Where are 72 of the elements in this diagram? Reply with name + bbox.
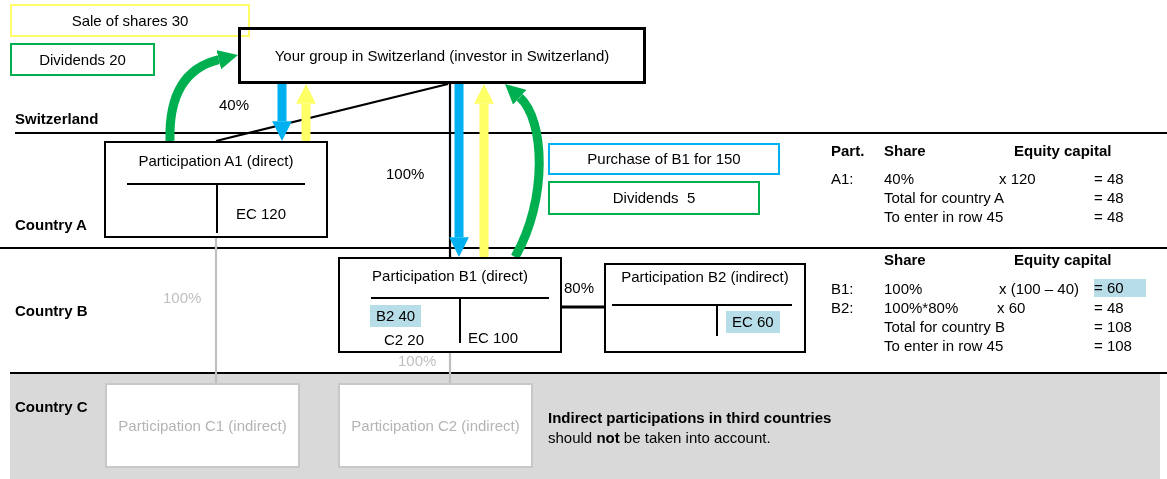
box-text: Participation C1 (indirect) <box>117 415 288 436</box>
text-label: Country A <box>15 216 87 234</box>
arrow <box>296 84 316 141</box>
text-label: x 120 <box>999 170 1036 188</box>
box-text: EC 60 <box>726 311 780 333</box>
box-text: Participation A1 (direct) <box>137 151 295 171</box>
text-label: Equity capital <box>1014 251 1112 269</box>
connector-line <box>215 82 449 143</box>
participation-box <box>604 263 806 353</box>
participation-box <box>104 141 328 238</box>
text-label: Switzerland <box>15 110 99 128</box>
text-label: x 60 <box>997 299 1026 317</box>
text-label: = 48 <box>1094 299 1124 317</box>
box-text: Participation C2 (indirect) <box>350 415 521 436</box>
text-label: = 108 <box>1094 337 1132 355</box>
text-label: 100%*80% <box>884 299 959 317</box>
arrow <box>165 50 238 141</box>
text-label: should not be taken into account. <box>548 429 771 447</box>
text-label: = 108 <box>1094 318 1132 336</box>
arrow <box>449 84 469 257</box>
text-label: Total for country B <box>884 318 1005 336</box>
text-label: = 48 <box>1094 208 1124 226</box>
text-label: Indirect participations in third countries <box>548 409 832 427</box>
arrow <box>272 84 292 141</box>
text-label: = 48 <box>1094 189 1124 207</box>
text-label: To enter in row 45 <box>884 337 1004 355</box>
text-label: Share <box>884 142 926 160</box>
box-text: Participation B2 (indirect) <box>620 267 790 287</box>
edge-label: 40% <box>218 97 251 112</box>
box-text: EC 120 <box>235 204 288 224</box>
text-label: x (100 – 40) <box>999 280 1080 298</box>
text-label: = 60 <box>1094 279 1146 297</box>
edge-label: 80% <box>563 280 596 295</box>
arrow <box>506 82 544 260</box>
edge-label: 100% <box>385 166 426 181</box>
box-text: Sale of shares 30 <box>70 10 190 31</box>
text-label: To enter in row 45 <box>884 208 1004 226</box>
edge-label: 100% <box>397 353 438 368</box>
label-box <box>10 43 155 76</box>
connector-line <box>448 84 452 257</box>
text-label: A1: <box>831 170 854 188</box>
text-label: 40% <box>884 170 915 188</box>
text-label: Country B <box>15 302 88 320</box>
text-label: 100% <box>884 280 923 298</box>
box-text: EC 100 <box>467 328 520 348</box>
edge-label: 100% <box>162 290 203 305</box>
text-label: Country C <box>15 398 88 416</box>
text-label: Part. <box>831 142 865 160</box>
text-label: Total for country A <box>884 189 1005 207</box>
box-text: B2 40 <box>370 305 422 327</box>
label-box <box>10 4 250 37</box>
label-box <box>548 181 760 215</box>
box-text: Dividends 20 <box>38 49 127 70</box>
box-text: Dividends 5 <box>611 188 697 208</box>
connector-line <box>562 305 604 309</box>
label-box <box>548 143 780 175</box>
participation-box <box>338 257 562 353</box>
arrow <box>474 84 494 257</box>
participation-box <box>338 383 533 468</box>
text-label: Share <box>884 251 926 269</box>
box-text: C2 20 <box>383 330 426 350</box>
text-label: B1: <box>831 280 854 298</box>
box-text: Purchase of B1 for 150 <box>586 149 742 169</box>
box-text: Your group in Switzerland (investor in Switzerland) <box>273 45 611 66</box>
text-label: = 48 <box>1094 170 1124 188</box>
text-label: Equity capital <box>1014 142 1112 160</box>
connector-line <box>448 353 452 383</box>
participation-box <box>105 383 300 468</box>
group-box <box>238 27 646 84</box>
box-text: Participation B1 (direct) <box>371 266 529 286</box>
connector-line <box>214 238 218 383</box>
text-label: B2: <box>831 299 854 317</box>
